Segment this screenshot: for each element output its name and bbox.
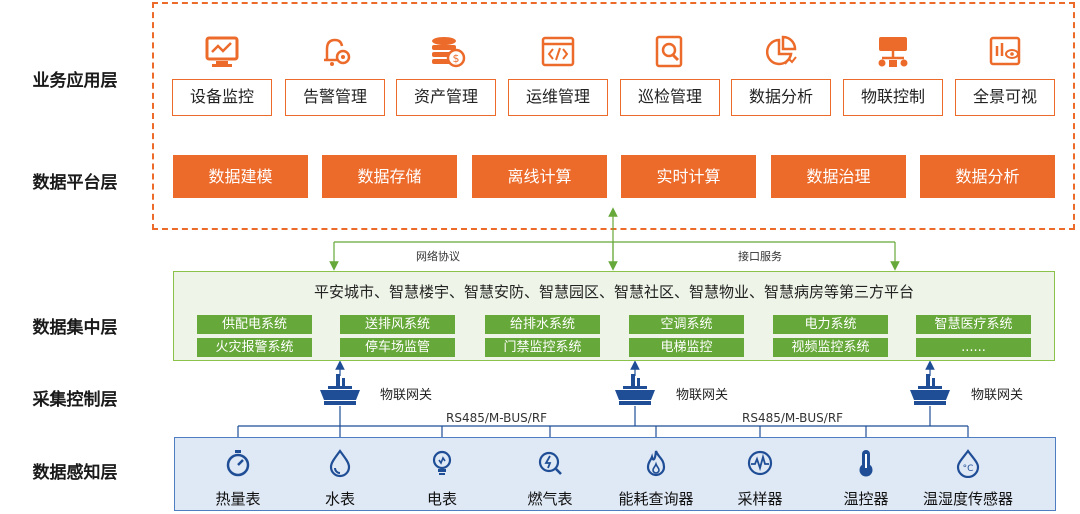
device-item[interactable]: 燃气表 [495,446,605,508]
device-label: 采样器 [737,490,783,508]
app-label: 巡检管理 [620,79,720,116]
system-item[interactable]: 供配电系统 [197,315,312,334]
third-party-platform-box [173,271,1055,361]
platform-item[interactable]: 数据存储 [322,155,457,198]
platform-item[interactable]: 数据建模 [173,155,308,198]
app-item[interactable]: 巡检管理 [620,32,720,118]
svg-text:$: $ [453,52,460,65]
system-item[interactable]: 电梯监控 [629,338,744,357]
app-item[interactable]: 全景可视 [955,32,1055,118]
app-item[interactable]: 设备监控 [172,32,272,118]
device-item[interactable]: 能耗查询器 [601,446,711,508]
system-item[interactable]: 空调系统 [629,315,744,334]
device-label: 燃气表 [527,490,573,508]
third-party-platform-title: 平安城市、智慧楼宇、智慧安防、智慧园区、智慧社区、智慧物业、智慧病房等第三方平台 [313,283,914,301]
platform-item[interactable]: 数据分析 [920,155,1055,198]
network-node-icon [878,37,908,67]
system-item[interactable]: 门禁监控系统 [485,338,600,357]
stopwatch-icon [226,450,250,477]
interface-service-label: 接口服务 [738,250,782,263]
gateway-label: 物联网关 [380,388,433,403]
device-label: 水表 [324,490,355,508]
device-item[interactable]: 温控器 [811,446,921,508]
layer-label-centralize: 数据集中层 [32,318,118,338]
gateway-label: 物联网关 [676,388,729,403]
humidity-temp-icon: °C [956,449,980,478]
device-item[interactable]: 采样器 [705,446,815,508]
gateway-icon [320,374,360,405]
app-item[interactable]: 物联控制 [843,32,943,118]
magnifier-doc-icon [655,35,683,68]
app-label: 物联控制 [843,79,943,116]
pie-chart-icon [765,35,797,66]
device-label: 能耗查询器 [618,490,694,508]
system-item[interactable]: 送排风系统 [340,315,455,334]
gas-search-icon [538,451,562,475]
network-protocol-label: 网络协议 [416,250,460,263]
device-label: 电表 [426,490,457,508]
platform-item[interactable]: 实时计算 [621,155,756,198]
system-item[interactable]: 视频监控系统 [773,338,888,357]
device-label: 温控器 [843,490,889,508]
bell-gear-icon [324,38,351,66]
layer-label-business: 业务应用层 [32,71,118,91]
coin-stack-icon: $ [432,37,466,68]
app-item[interactable]: 告警管理 [285,32,385,118]
app-item[interactable]: 运维管理 [508,32,608,118]
app-label: 运维管理 [508,79,608,116]
app-label: 告警管理 [285,79,385,116]
perception-layer-box [174,437,1056,511]
lightbulb-icon [432,450,452,475]
app-item[interactable]: 数据分析 [731,32,831,118]
layer-label-perception: 数据感知层 [32,463,118,483]
bus-protocol-label: RS485/M-BUS/RF [742,411,844,425]
gateway-label: 物联网关 [971,388,1024,403]
monitor-chart-icon [205,36,239,67]
svg-text:°C: °C [963,464,974,474]
device-label: 温湿度传感器 [922,490,1013,508]
system-item[interactable]: 智慧医疗系统 [916,315,1031,334]
system-item[interactable]: 电力系统 [773,315,888,334]
device-item[interactable]: 热量表 [183,446,293,508]
gateway-icon [615,374,655,405]
layer-label-platform: 数据平台层 [32,173,118,193]
bus-protocol-label: RS485/M-BUS/RF [446,411,548,425]
water-drop-icon [329,449,351,478]
app-item[interactable]: $ 资产管理 [396,32,496,118]
thermometer-icon [859,450,873,477]
device-item[interactable]: 电表 [387,446,497,508]
system-item[interactable]: 给排水系统 [485,315,600,334]
device-item[interactable]: 水表 [285,446,395,508]
app-label: 设备监控 [172,79,272,116]
eye-chart-icon [989,36,1021,66]
code-window-icon [541,36,575,67]
device-label: 热量表 [215,490,261,508]
wave-circle-icon [747,450,773,476]
platform-item[interactable]: 离线计算 [472,155,607,198]
system-item[interactable]: ...... [916,338,1031,357]
app-label: 资产管理 [396,79,496,116]
platform-item[interactable]: 数据治理 [771,155,906,198]
layer-label-control: 采集控制层 [32,390,118,410]
system-item[interactable]: 火灾报警系统 [197,338,312,357]
system-item[interactable]: 停车场监管 [340,338,455,357]
gateway-icon [910,374,950,405]
app-label: 数据分析 [731,79,831,116]
app-label: 全景可视 [955,79,1055,116]
device-item[interactable]: °C 温湿度传感器 [913,446,1023,508]
flame-icon [646,450,666,477]
